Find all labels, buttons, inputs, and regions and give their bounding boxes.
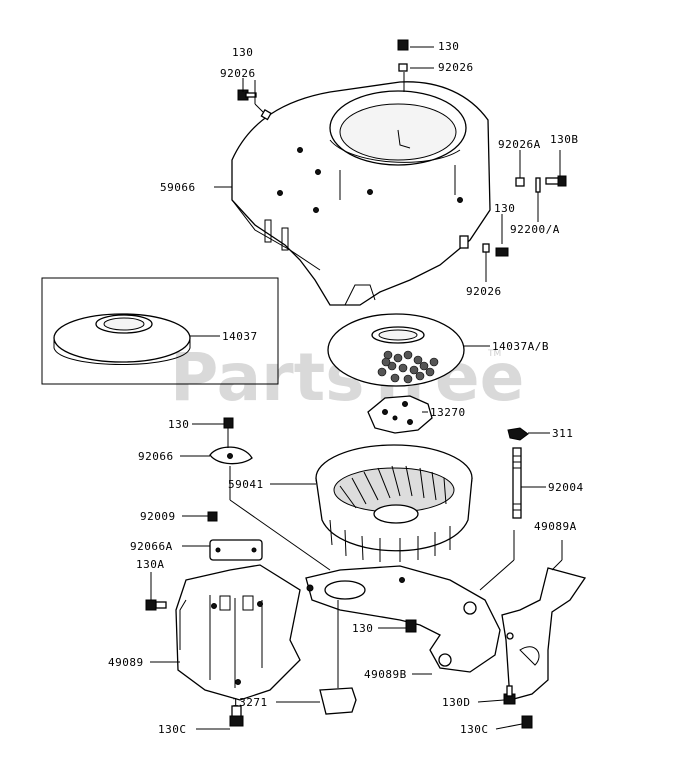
label-13271: 13271 [232,696,268,709]
label-130C-right: 130C [460,723,489,736]
label-49089B: 49089B [364,668,407,681]
label-59066: 59066 [160,181,196,194]
label-49089: 49089 [108,656,144,669]
label-311: 311 [552,427,573,440]
washer-92026-left[interactable] [260,109,272,121]
label-14037AB: 14037A/B [492,340,549,353]
label-92066: 92066 [138,450,174,463]
label-13270: 13270 [430,406,466,419]
watermark-trademark: TM [487,349,501,359]
label-92009: 92009 [140,510,176,523]
plate-13270-part[interactable] [367,395,433,434]
label-130D: 130D [442,696,471,709]
bolt-130-center[interactable] [405,619,417,633]
label-92004: 92004 [548,481,584,494]
washer-92026-right[interactable] [482,243,490,253]
label-130A: 130A [136,558,165,571]
label-92026-top-left: 92026 [220,67,256,80]
label-92026A: 92026A [498,138,541,151]
label-130-center: 130 [352,622,373,635]
spacer-92200A[interactable] [535,177,541,193]
label-59041: 59041 [228,478,264,491]
bolt-130-right[interactable] [495,247,509,257]
label-92026-right: 92026 [466,285,502,298]
label-14037: 14037 [222,330,258,343]
label-92200A: 92200/A [510,223,560,236]
label-92026-top: 92026 [438,61,474,74]
label-130-top-left: 130 [232,46,253,59]
bolt-130-top[interactable] [397,39,409,51]
cover-49089A-part[interactable] [501,567,587,701]
cover-49089-part[interactable] [175,564,301,701]
fan-59041-part[interactable] [315,444,473,562]
bolt-130D[interactable] [503,685,516,705]
bolt-130B[interactable] [545,175,567,187]
label-49089A: 49089A [534,520,577,533]
label-130B: 130B [550,133,579,146]
bolt-92009[interactable] [207,511,218,522]
housing-tab [459,235,469,249]
bolt-130-top-left[interactable] [237,89,257,101]
bolt-130-left[interactable] [223,417,234,429]
plate-92066A[interactable] [209,539,263,561]
label-130-top: 130 [438,40,459,53]
plate-92066[interactable] [209,446,253,465]
bracket-13271[interactable] [319,687,357,715]
washer-92026-top[interactable] [398,63,408,72]
label-92066A: 92066A [130,540,173,553]
bolt-130C-right[interactable] [521,715,533,729]
bolt-130C-left[interactable] [229,705,244,727]
base-plate-49089B-part[interactable] [305,565,501,673]
leader-lines [150,46,563,730]
label-130-left: 130 [168,418,189,431]
inset-box [41,277,279,385]
blower-housing-part[interactable] [231,81,491,306]
stud-92004[interactable] [512,447,522,519]
washer-92026A[interactable] [515,177,525,187]
screen-14037AB-part[interactable] [327,313,465,387]
label-130-right: 130 [494,202,515,215]
label-130C-left: 130C [158,723,187,736]
screen-14037-part[interactable] [53,313,191,365]
bolt-130A[interactable] [145,599,167,611]
nut-311[interactable] [507,427,529,441]
